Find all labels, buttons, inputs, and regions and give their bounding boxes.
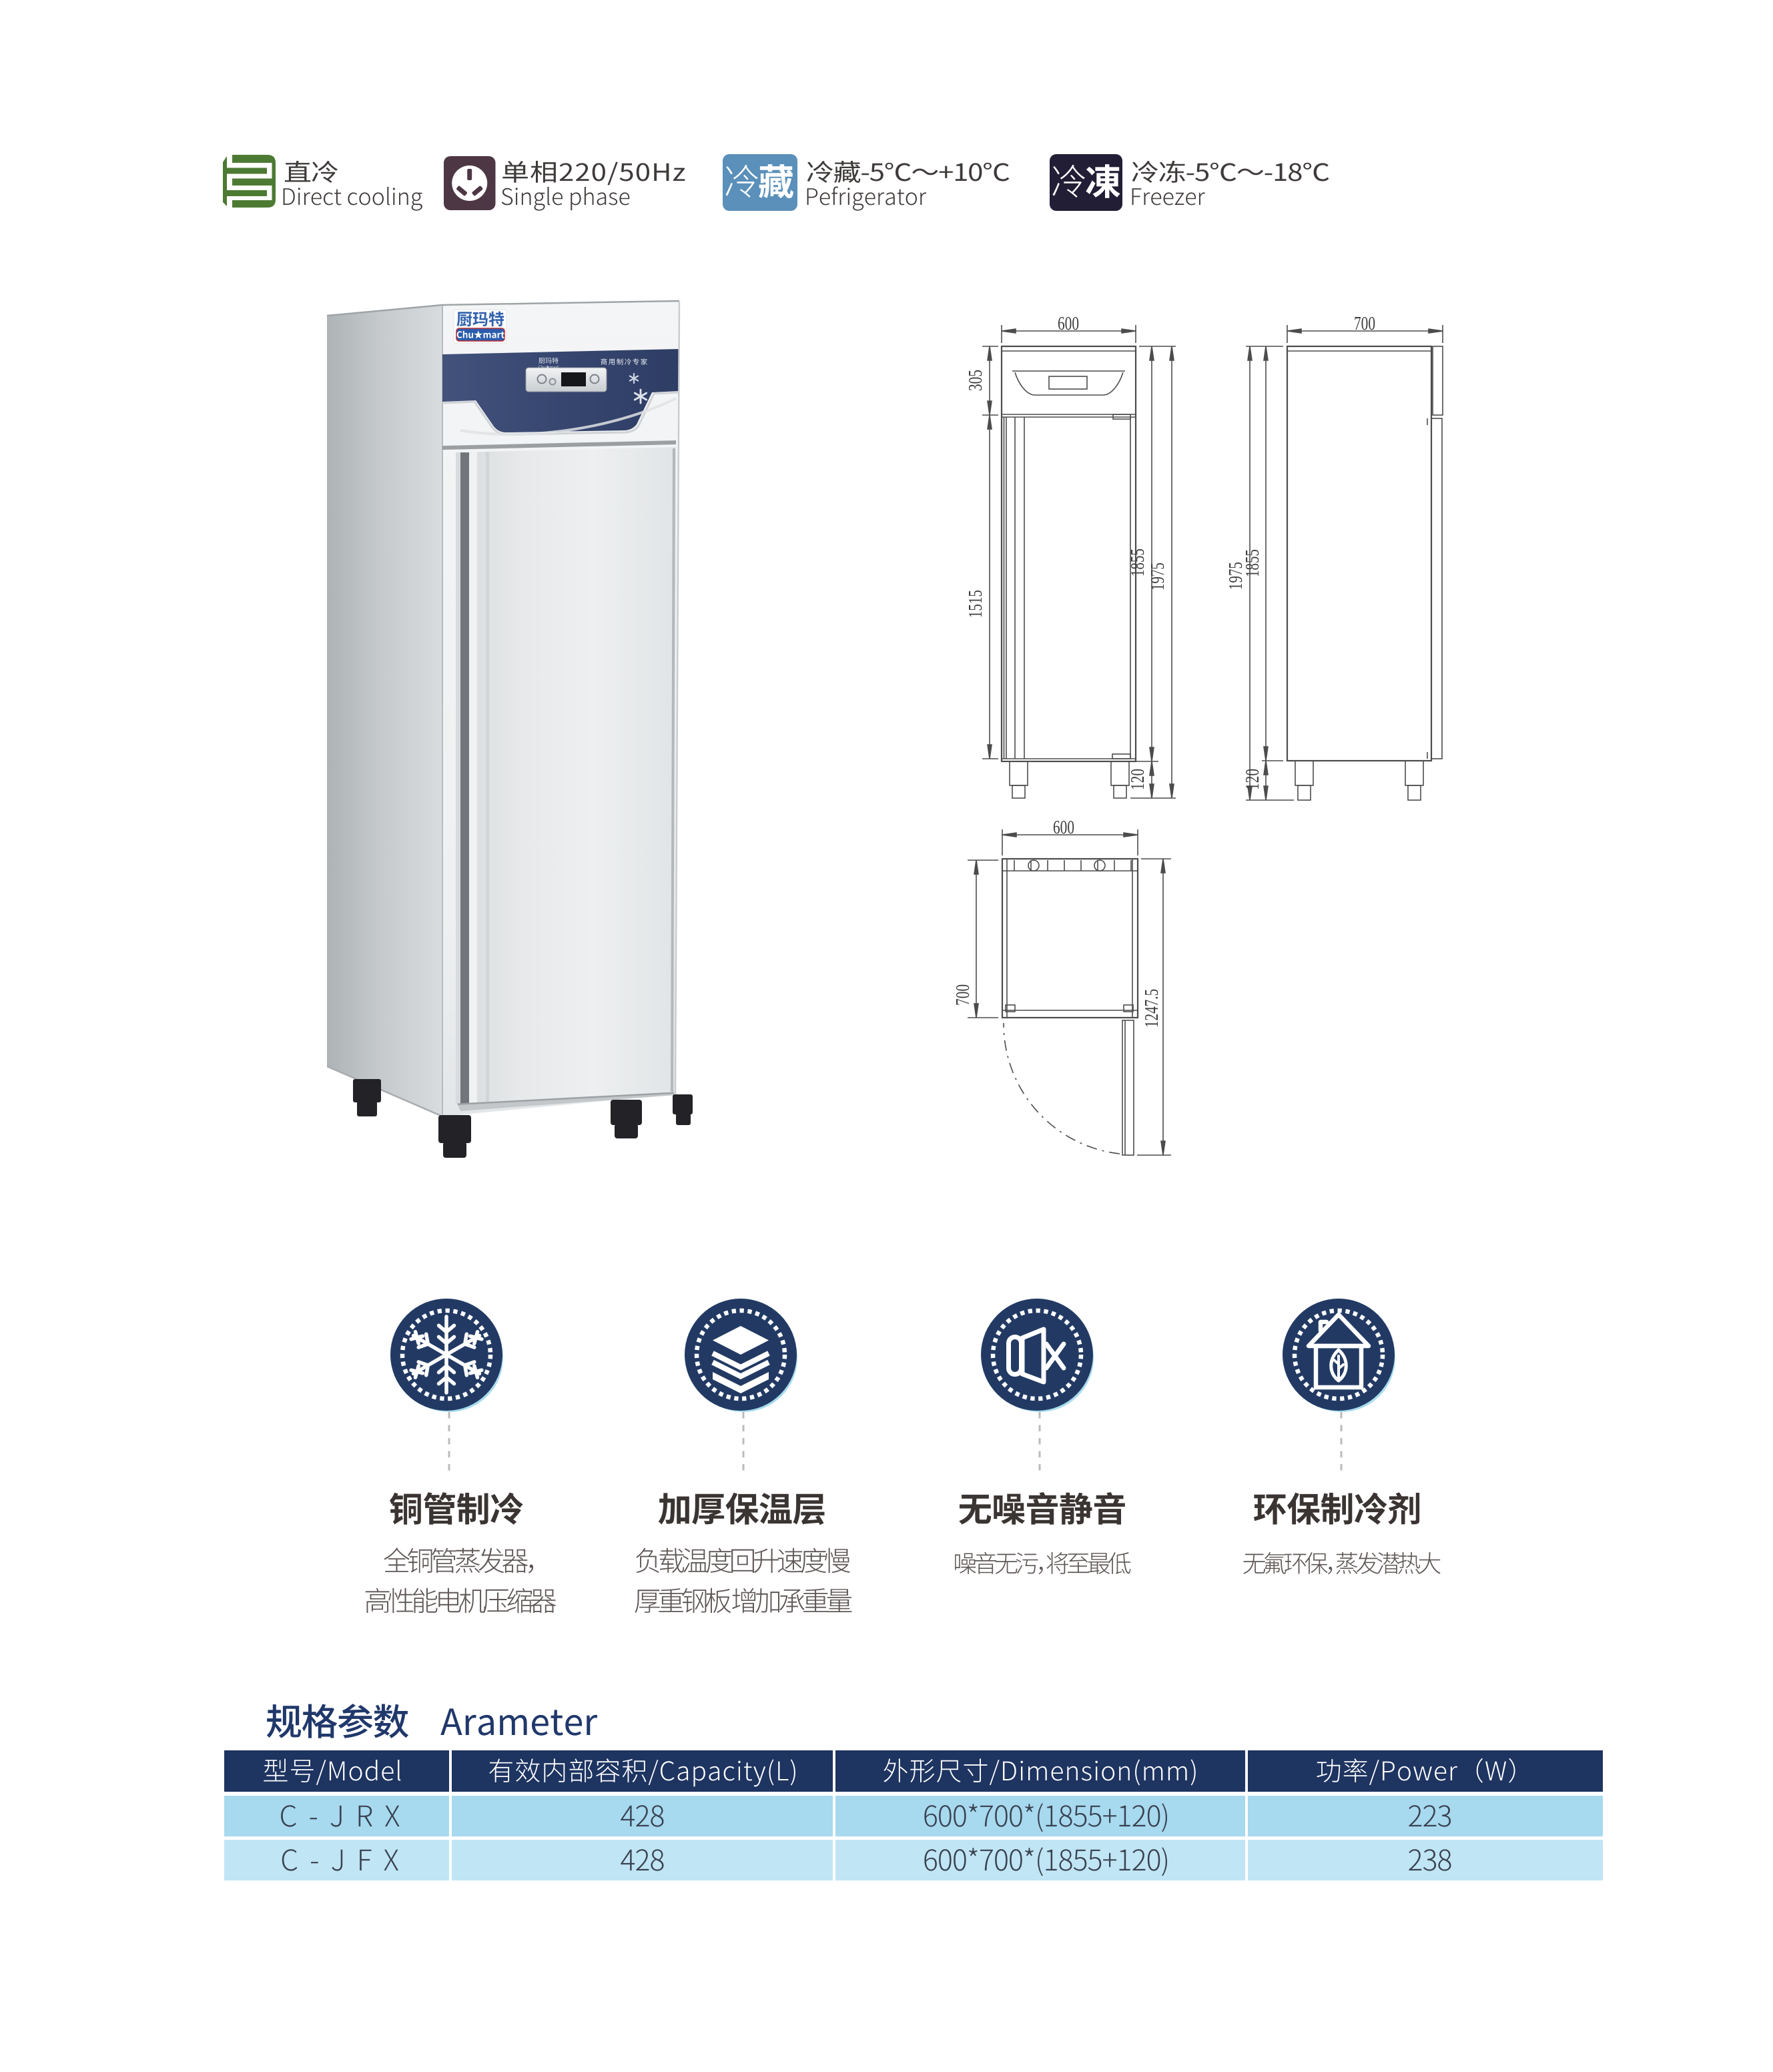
svg-text:1855: 1855 [1243,549,1263,577]
svg-text:1855: 1855 [1128,549,1148,577]
svg-text:120: 120 [1243,769,1263,790]
svg-text:700: 700 [953,984,974,1006]
svg-text:305: 305 [966,370,986,391]
svg-text:600: 600 [1058,314,1079,334]
svg-text:1975: 1975 [1226,562,1247,590]
svg-text:600: 600 [1053,817,1074,838]
svg-text:1247.5: 1247.5 [1142,989,1162,1028]
svg-text:1975: 1975 [1148,563,1168,591]
svg-text:120: 120 [1128,769,1148,790]
svg-text:700: 700 [1354,314,1375,334]
svg-text:1515: 1515 [966,590,986,618]
